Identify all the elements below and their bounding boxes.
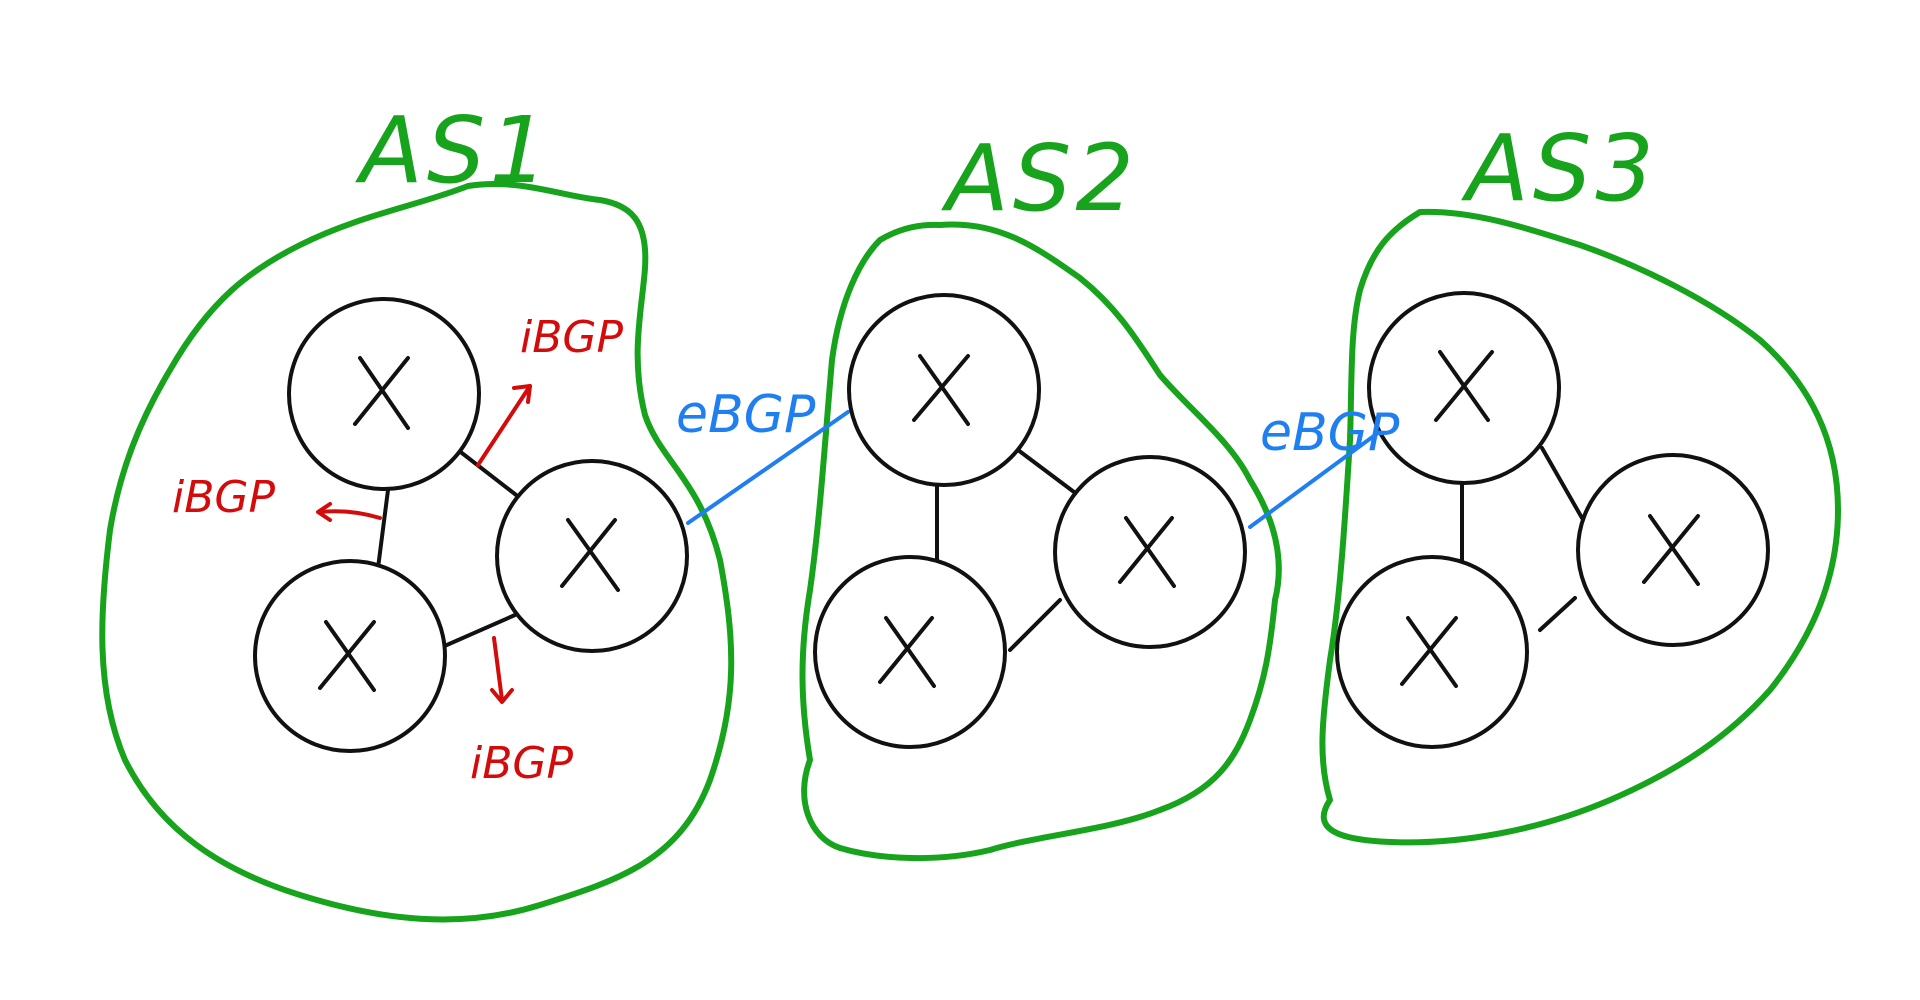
as2-router-bottom — [813, 555, 1007, 749]
as3-router-right — [1576, 453, 1770, 647]
ibgp-arrow-down — [490, 636, 514, 704]
as1-router-bottom — [253, 559, 447, 753]
as3-link-bottom-right — [1538, 596, 1577, 632]
as1-boundary — [99, 180, 735, 923]
ebgp-label-as2-as3: eBGP — [1260, 403, 1400, 463]
as2-router-right — [1053, 455, 1247, 649]
ebgp-link-as2-as3 — [1248, 425, 1388, 529]
as3-label: AS3 — [1461, 115, 1658, 222]
as2-link-top-right — [1016, 448, 1080, 497]
as1-link-bottom-right — [438, 613, 517, 650]
as1-router-top — [287, 297, 481, 491]
as1-label: AS1 — [355, 97, 552, 204]
as2-link-bottom-right — [1008, 598, 1062, 652]
as1-link-top-right — [456, 448, 522, 500]
ibgp-arrow-left — [316, 502, 382, 522]
as2-router-top — [847, 293, 1041, 487]
as1-router-right — [495, 459, 689, 653]
ebgp-label-as1-as2: eBGP — [676, 385, 816, 445]
as3-link-top-right — [1540, 446, 1584, 520]
as2-boundary — [799, 221, 1282, 862]
as2-label: AS2 — [941, 125, 1138, 232]
as3-router-bottom — [1335, 555, 1529, 749]
as3-router-top — [1367, 291, 1561, 485]
as3-boundary — [1319, 208, 1841, 846]
ibgp-label-upper: iBGP — [520, 312, 624, 363]
ibgp-label-left: iBGP — [172, 472, 276, 523]
as1-link-top-bottom — [376, 488, 390, 570]
ebgp-link-as1-as2 — [686, 410, 850, 525]
ibgp-arrow-upper-right — [476, 384, 532, 467]
ibgp-label-lower: iBGP — [470, 738, 574, 789]
